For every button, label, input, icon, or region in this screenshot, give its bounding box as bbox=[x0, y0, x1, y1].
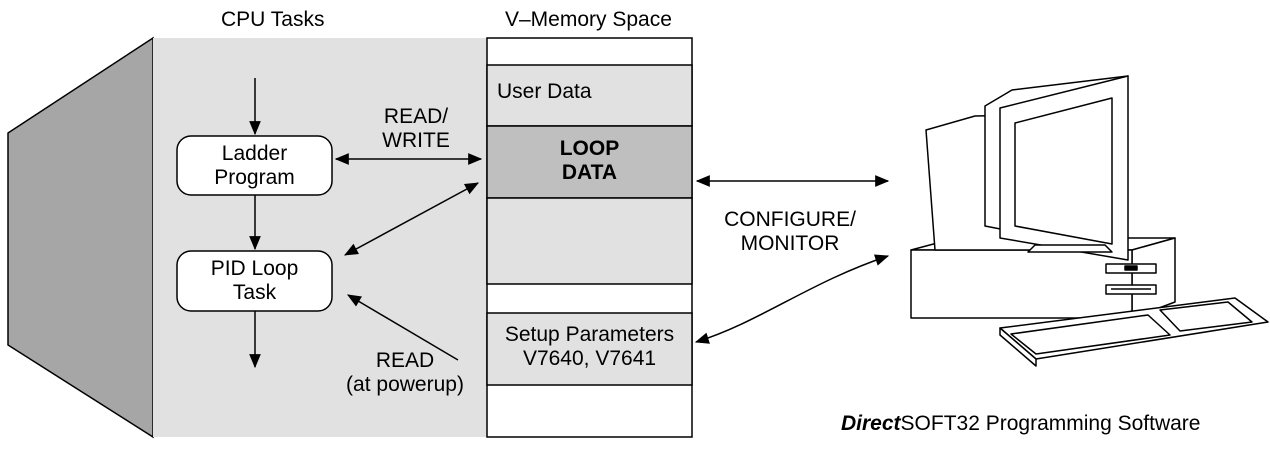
software-name-bold: Direct bbox=[841, 412, 901, 435]
memory-setup-block bbox=[486, 312, 693, 386]
read-at-powerup-arrow bbox=[346, 294, 459, 361]
memory-user-data-block bbox=[486, 64, 693, 127]
memory-column bbox=[486, 37, 693, 438]
computer-illustration bbox=[910, 75, 1269, 367]
pid-loop-data-arrow bbox=[343, 182, 480, 256]
user-data-label: User Data bbox=[497, 80, 592, 103]
loop-data-label: LOOP DATA bbox=[559, 137, 620, 184]
memory-reserved-block bbox=[486, 197, 693, 285]
setup-parameters-label: Setup Parameters V7640, V7641 bbox=[504, 323, 675, 370]
pid-loop-task-label: PID Loop Task bbox=[210, 257, 299, 304]
monitor-stand bbox=[1027, 244, 1113, 253]
read-write-label: READ/ WRITE bbox=[382, 105, 450, 152]
monitor-screen bbox=[1014, 97, 1113, 245]
drive-slot-1 bbox=[1124, 265, 1138, 271]
read-at-powerup-label: READ (at powerup) bbox=[346, 349, 464, 396]
software-name-rest: SOFT32 Programming Software bbox=[900, 412, 1201, 435]
memory-space-header: V–Memory Space bbox=[505, 8, 672, 31]
setup-parameters-arrow bbox=[694, 254, 890, 344]
keyboard-keys bbox=[1010, 314, 1171, 355]
configure-monitor-label: CONFIGURE/ MONITOR bbox=[724, 208, 856, 255]
memory-loop-data-block bbox=[486, 125, 693, 199]
computer-case-front bbox=[910, 249, 1133, 319]
software-caption: DirectSOFT32 Programming Software bbox=[841, 412, 1200, 436]
cpu-tasks-header: CPU Tasks bbox=[221, 8, 325, 31]
ladder-program-label: Ladder Program bbox=[214, 142, 295, 189]
keyboard-keypad bbox=[1159, 301, 1253, 332]
cpu-panel-side bbox=[7, 36, 154, 439]
keyboard-front-edge bbox=[999, 327, 1037, 367]
